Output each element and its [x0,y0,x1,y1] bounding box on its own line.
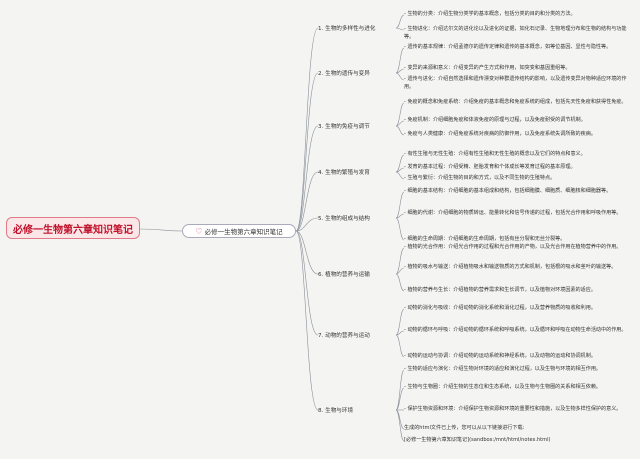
branch-node-7[interactable]: 7. 动物的营养与运动 [318,331,370,339]
branch-connector [295,230,319,336]
branch-node-2[interactable]: 2. 生物的遗传与变异 [318,69,370,77]
root-connector [139,228,183,232]
leaf-connector [395,409,405,442]
leaf-connector [395,273,405,292]
branch-connector [295,27,319,232]
branch-connector [295,72,319,232]
leaf-node[interactable]: - 生殖与繁衍：介绍生物的目的和方式，以及不同生物的生殖特点。 [404,175,556,181]
leaf-connector [395,267,405,275]
root-label: 必修一生物第六章知识笔记 [13,224,133,236]
leaf-connector [395,213,405,219]
leaf-connector [395,72,405,81]
leaf-node[interactable]: - 变异的来源和意义：介绍变异的产生方式和作用，如突变和基因重组等。 [404,65,571,71]
branch-connector [295,171,319,232]
leaf-node[interactable]: - 动物的循环与呼吸：介绍动物的循环系统和呼吸系统，以及循环和呼吸在动物生命活动… [404,327,627,333]
branch-node-8[interactable]: 8. 生物与环境 [318,406,353,414]
branch-node-1[interactable]: 1. 生物的多样性与进化 [318,24,375,32]
leaf-node[interactable]: - 免疫与人类健康：介绍免疫系统对疾病的防御作用，以及免疫系统失调所致的疾病。 [404,131,596,137]
leaf-node[interactable]: - 植物的吸水与输送：介绍植物吸水和输送物质的方式和机制，包括根的吸水和茎叶的输… [404,264,617,270]
center-node[interactable]: ♡ 必修一生物第六章知识笔记 [182,224,296,238]
leaf-connector [395,14,405,29]
branch-connector [295,230,319,275]
leaf-node[interactable]: - 动物的消化与吸收：介绍动物的消化系统和消化过程，以及营养物质的吸收和利用。 [404,305,596,311]
leaf-node[interactable]: - 免疫的概念和免疫系统：介绍免疫的基本概念和免疫系统的组成，包括先天性免疫和获… [404,99,627,105]
leaf-connector [395,120,405,127]
branch-label: 1. 生物的多样性与进化 [318,26,376,32]
leaf-connector [395,102,405,127]
branch-label: 3. 生物的免疫与调节 [318,124,370,130]
leaf-node[interactable]: - 细胞的代谢：介绍细胞的物质转运、能量转化和信号传递的过程，包括光合作用和呼吸… [404,210,622,216]
leaf-node[interactable]: [必修一生物第六章知识笔记](sandbox:/mnt/html/notes.h… [404,437,551,443]
branch-label: 4. 生物的繁殖与发育 [318,170,370,176]
leaf-connector [395,217,405,241]
leaf-connector [395,171,405,180]
leaf-node[interactable]: - 有性生殖与无性生殖：介绍有性生殖和无性生殖的概念以及它们的特点和意义。 [404,151,586,157]
leaf-node[interactable]: - 细胞的生命周期：介绍细胞的生命周期，包括有丝分裂和无丝分裂等。 [404,236,566,242]
leaf-node[interactable]: - 遗传的基本规律：介绍孟德尔的遗传定律和遗传的基本概念，如等位基因、显性与隐性… [404,44,612,50]
leaf-connector [395,308,405,336]
leaf-node[interactable]: - 动物的运动与协调：介绍动物的运动系统和神经系统，以及动物的运动和协调机制。 [404,353,596,359]
leaf-connector [395,27,405,31]
branch-node-3[interactable]: 3. 生物的免疫与调节 [318,122,370,130]
leaf-node[interactable]: 生成的html文件已上传，您可以从以下链接进行下载: [404,425,525,431]
leaf-node[interactable]: - 植物的营养与生长：介绍植物的营养需求和生长调节，以及植物对环境因素的适应。 [404,287,596,293]
leaf-node[interactable]: - 生物与生物圈：介绍生物的生态位和生态系统，以及生物与生物圈的关系和相互依赖。 [404,384,602,390]
leaf-connector [395,334,405,358]
leaf-connector [395,154,405,173]
leaf-connector [395,387,405,411]
leaf-connector [395,125,405,136]
branch-node-4[interactable]: 4. 生物的繁殖与发育 [318,168,370,176]
root-node[interactable]: 必修一生物第六章知识笔记 [6,217,140,239]
branch-label: 5. 生物的组成与结构 [318,216,370,222]
leaf-connector [395,247,405,275]
leaf-node[interactable]: - 遗传与进化：介绍自然选择和遗传漂变对种群遗传结构的影响，以及遗传变异对物种适… [404,76,627,90]
branch-label: 6. 植物的营养与运输 [318,272,370,278]
branch-node-6[interactable]: 6. 植物的营养与运输 [318,270,370,278]
leaf-node[interactable]: - 细胞的基本结构：介绍细胞的基本组成和结构，包括细胞膜、细胞质、细胞核和细胞器… [404,188,612,194]
leaf-node[interactable]: - 植物的光合作用：介绍光合作用的过程和光合作用的产物，以及光合作用在植物营养中… [404,244,622,250]
leaf-node[interactable]: - 生物进化：介绍达尔文的进化论以及进化的证据，如化石记录、生物地理分布和生物的… [404,26,627,40]
center-label: 必修一生物第六章知识笔记 [204,228,283,236]
branch-label: 2. 生物的遗传与变异 [318,71,370,77]
leaf-node[interactable]: - 生物的适应与演化：介绍生物对环境的适应和演化过程，以及生物与环境的相互作用。 [404,366,602,372]
leaf-connector [395,68,405,74]
leaf-node[interactable]: - 发育的基本过程：介绍受精、胚胎发育和个体成长等发育过程的基本原理。 [404,164,576,170]
heart-icon: ♡ [195,226,203,236]
branch-label: 7. 动物的营养与运动 [318,333,370,339]
branch-label: 8. 生物与环境 [318,408,354,414]
leaf-connector [395,369,405,411]
leaf-connector [395,330,405,336]
branch-node-5[interactable]: 5. 生物的组成与结构 [318,214,370,222]
leaf-node[interactable]: - 免疫机制：介绍细胞免疫和体液免疫的原理与过程，以及免疫耐受的调节机制。 [404,117,586,123]
leaf-connector [395,191,405,219]
branch-connector [295,230,319,411]
leaf-connector [395,47,405,74]
leaf-node[interactable]: - 保护生物资源和环境：介绍保护生物资源和环境的重要性和措施，以及生物多样性保护… [404,406,622,412]
branch-connector [295,217,319,232]
branch-connector [295,125,319,232]
leaf-node[interactable]: - 生物的分类：介绍生物分类学的基本概念，包括分类的目的和分类的方法。 [404,11,576,17]
